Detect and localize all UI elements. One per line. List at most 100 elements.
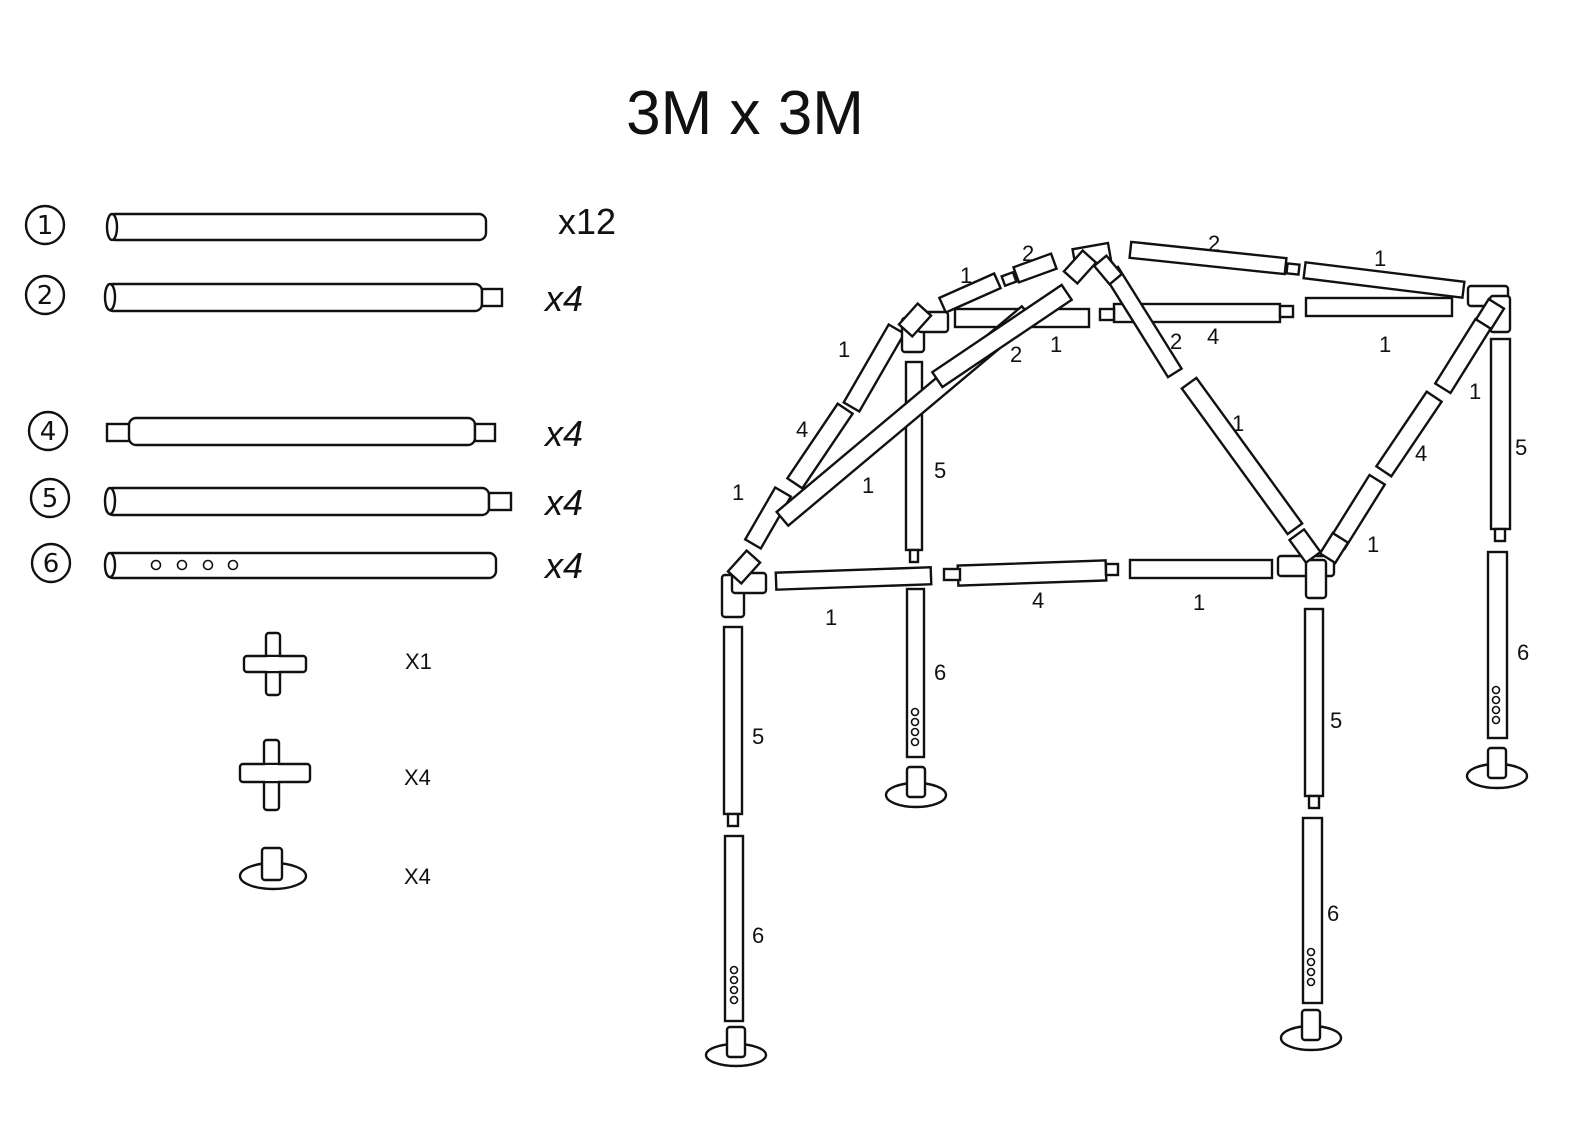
pin-hole-icon xyxy=(1306,967,1316,977)
assembly-label: 4 xyxy=(1032,588,1044,613)
foot-plate-post xyxy=(905,765,927,799)
rafter-pipe-1 xyxy=(1180,376,1304,536)
corner-connector-back-left xyxy=(897,301,950,354)
assembly-label: 1 xyxy=(732,480,744,505)
assembly-label: 1 xyxy=(1367,532,1379,557)
part-6-row: 6 x4 xyxy=(30,542,583,586)
part-number-5: 5 xyxy=(42,484,59,514)
rafter-pipe-1 xyxy=(937,271,1003,315)
assembly-label: 2 xyxy=(1208,231,1220,256)
assembly-label: 1 xyxy=(1232,411,1244,436)
pin-hole-icon xyxy=(729,995,739,1005)
pin-hole-icon xyxy=(1491,705,1501,715)
pin-hole-icon xyxy=(176,559,188,571)
foot-plate-row: X4 xyxy=(238,846,431,891)
foot-plate-icon xyxy=(238,846,308,891)
pipe-spigot xyxy=(1104,562,1120,577)
part-5-row: 5 x4 xyxy=(29,477,583,523)
part-number-2: 2 xyxy=(37,281,54,311)
eave-pipe-1 xyxy=(774,566,933,591)
assembly-label: 1 xyxy=(1469,379,1481,404)
pin-hole-icon xyxy=(1306,947,1316,957)
corner-connector-icon xyxy=(238,738,312,812)
pipe-spigot-icon xyxy=(487,491,513,512)
foot-plate-post xyxy=(1486,746,1508,780)
pin-hole-icon xyxy=(910,727,920,737)
assembly-label: 2 xyxy=(1010,342,1022,367)
pin-hole-icon xyxy=(1306,977,1316,987)
pin-hole-icon xyxy=(729,985,739,995)
assembly-label: 6 xyxy=(1517,640,1529,665)
rafter-pipe-2 xyxy=(930,283,1074,389)
pipe-spigot xyxy=(1278,304,1295,319)
pipe-spigot xyxy=(1285,262,1301,276)
leg-pipe-6 xyxy=(905,587,926,759)
rafter-pipe-1 xyxy=(743,485,793,551)
leg-pipe-6 xyxy=(723,834,745,1023)
leg-pipe-5 xyxy=(1489,337,1512,531)
assembly-label: 4 xyxy=(796,417,808,442)
pin-hole-icon xyxy=(202,559,214,571)
pipe-end-icon xyxy=(103,486,117,516)
leg-pipe-5 xyxy=(904,360,924,552)
canopy-frame-drawing: 1 2 1 2 1 2 4 1 1 1 2 4 1 1 5 1 1 4 1 5 … xyxy=(704,231,1529,1068)
corner-connector-top-ridge xyxy=(1062,241,1124,287)
assembly-label: 1 xyxy=(862,473,874,498)
eave-pipe-4 xyxy=(956,559,1108,587)
rafter-pipe-2 xyxy=(1011,252,1059,284)
pin-hole-icon xyxy=(910,737,920,747)
pipe-spigot xyxy=(942,567,962,582)
part-number-badge xyxy=(30,542,72,584)
foot-plate-quantity: X4 xyxy=(404,864,431,889)
four-way-connector-row: X1 xyxy=(242,631,432,697)
part-number-badge xyxy=(24,274,66,316)
leg-spigot xyxy=(908,548,920,564)
assembly-label: 5 xyxy=(1330,708,1342,733)
corner-connector-quantity: X4 xyxy=(404,765,431,790)
rafter-pipe-4 xyxy=(1374,389,1444,479)
pin-hole-icon xyxy=(910,717,920,727)
part-5-quantity: x4 xyxy=(543,482,583,523)
leg-pipe-5 xyxy=(1303,607,1325,798)
part-number-badge xyxy=(24,204,66,246)
part-4-row: 4 x4 xyxy=(27,410,583,454)
eave-pipe-1 xyxy=(1128,558,1274,580)
pin-hole-icon xyxy=(910,707,920,717)
assembly-label: 4 xyxy=(1207,324,1219,349)
corner-connector-back-right xyxy=(1466,284,1512,334)
part-1-quantity: x12 xyxy=(558,201,616,242)
leg-pipe-6 xyxy=(1301,816,1324,1005)
assembly-label: 6 xyxy=(934,660,946,685)
pipe-6-icon xyxy=(104,551,498,580)
leg-pipe-5 xyxy=(722,625,744,816)
foot-plate-post xyxy=(1300,1008,1322,1042)
leg-spigot xyxy=(1307,794,1321,810)
rafter-pipe-4 xyxy=(785,401,855,491)
assembly-label: 5 xyxy=(934,458,946,483)
pipe-end-icon xyxy=(105,212,119,242)
corner-connector-front-right xyxy=(1276,527,1350,600)
pipe-end-icon xyxy=(103,282,117,312)
assembly-label: 5 xyxy=(1515,435,1527,460)
part-6-quantity: x4 xyxy=(543,545,583,586)
part-number-4: 4 xyxy=(40,417,57,447)
pin-hole-icon xyxy=(1306,957,1316,967)
assembly-label: 1 xyxy=(825,605,837,630)
part-number-6: 6 xyxy=(43,549,60,579)
pin-hole-icon xyxy=(729,965,739,975)
assembly-labels: 1 2 1 2 1 2 4 1 1 1 2 4 1 1 5 1 1 4 1 5 … xyxy=(732,231,1529,948)
assembly-label: 2 xyxy=(1170,329,1182,354)
assembly-label: 6 xyxy=(752,923,764,948)
assembly-label: 1 xyxy=(1379,332,1391,357)
ridge-pipe-1 xyxy=(1302,260,1466,300)
pipe-spigot xyxy=(1000,270,1018,288)
four-way-connector-icon xyxy=(242,631,308,697)
pipe-4-icon xyxy=(127,416,477,447)
assembly-label: 1 xyxy=(1193,590,1205,615)
corner-connector-row: X4 xyxy=(238,738,431,812)
leg-spigot xyxy=(1493,527,1507,543)
assembly-label: 1 xyxy=(960,263,972,288)
part-number-badge xyxy=(27,410,69,452)
rafter-pipe-1 xyxy=(1433,317,1493,395)
